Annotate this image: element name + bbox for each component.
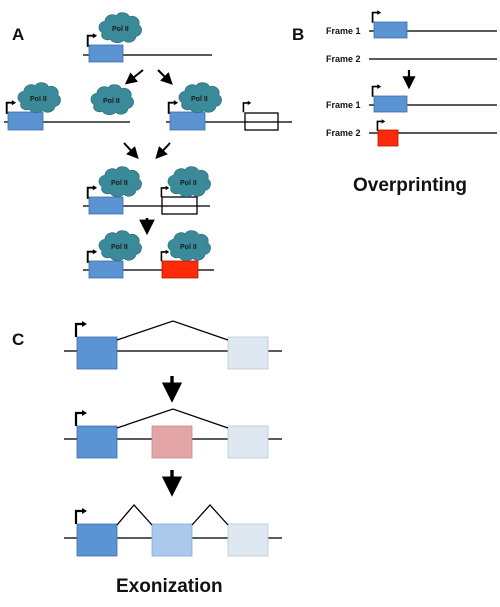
promoter-arrow-icon: [242, 100, 252, 113]
promoter-arrow-icon: [371, 10, 382, 23]
panel-a-gene-middle: Pol II Pol II: [83, 166, 211, 215]
exon-blue: [373, 95, 408, 113]
panel-a-gene-final: Pol II Pol II: [83, 230, 214, 279]
exon-blue: [7, 111, 44, 131]
arrow-converge-left-icon: [123, 142, 139, 159]
exon-blue: [88, 196, 124, 215]
promoter-arrow-icon: [74, 508, 88, 524]
exon-blue: [169, 111, 206, 131]
empty-orf-box: [244, 112, 279, 131]
panel-label-c: C: [12, 330, 24, 349]
novel-orf-red: [377, 129, 399, 147]
arrow-down-right-icon: [157, 69, 173, 85]
arrow-converge-right-icon: [155, 142, 171, 159]
panel-a-gene-left: Pol II Pol II: [4, 82, 134, 131]
exon-2: [227, 425, 269, 459]
pol-ii-label: Pol II: [191, 96, 208, 103]
overprinting-caption: Overprinting: [353, 175, 467, 196]
promoter-arrow-icon: [74, 321, 88, 337]
splice-junction: [191, 504, 229, 526]
exon-2: [227, 523, 269, 557]
exonization-caption: Exonization: [116, 576, 223, 597]
promoter-arrow-icon: [74, 410, 88, 426]
splice-junction: [116, 320, 229, 341]
pol-ii-label: Pol II: [111, 180, 128, 187]
frame-2-label: Frame 2: [326, 54, 361, 64]
frame-1-label: Frame 1: [326, 26, 361, 36]
panel-c-gene-middle: [64, 408, 282, 459]
pol-ii-label: Pol II: [111, 244, 128, 251]
panel-a-gene-right: Pol II: [166, 82, 292, 131]
exon-1: [76, 425, 118, 459]
pol-ii-label: Pol II: [180, 180, 197, 187]
empty-orf-box: [161, 196, 198, 215]
new-exon-light-blue: [151, 523, 193, 557]
panel-label-b: B: [292, 25, 304, 44]
panel-c-gene-initial: [64, 320, 282, 370]
promoter-arrow-icon: [160, 185, 170, 198]
exon-blue: [88, 260, 124, 279]
promoter-arrow-icon: [376, 119, 386, 131]
pol-ii-label: Pol II: [103, 98, 120, 105]
splice-junction: [116, 408, 229, 429]
cryptic-exon-pink: [151, 425, 193, 459]
promoter-arrow-icon: [160, 249, 170, 262]
exon-1: [76, 523, 118, 557]
splice-junction: [116, 504, 153, 526]
exon-blue: [373, 21, 408, 39]
panel-b-before: Frame 1 Frame 2: [326, 10, 497, 64]
pol-ii-label: Pol II: [180, 244, 197, 251]
arrow-down-left-icon: [124, 69, 144, 85]
panel-b-after: Frame 1 Frame 2: [326, 84, 497, 147]
frame-2-label: Frame 2: [326, 128, 361, 138]
promoter-arrow-icon: [371, 84, 382, 97]
panel-label-a: A: [12, 25, 24, 44]
panel-c-gene-final: [64, 504, 282, 557]
pol-ii-label: Pol II: [112, 26, 129, 33]
exon-blue: [88, 44, 124, 63]
exon-2: [227, 336, 269, 370]
novel-gene-red: [161, 260, 199, 279]
exon-1: [76, 336, 118, 370]
panel-a-gene-initial: Pol II: [83, 12, 212, 63]
pol-ii-label: Pol II: [30, 96, 47, 103]
frame-1-label: Frame 1: [326, 100, 361, 110]
